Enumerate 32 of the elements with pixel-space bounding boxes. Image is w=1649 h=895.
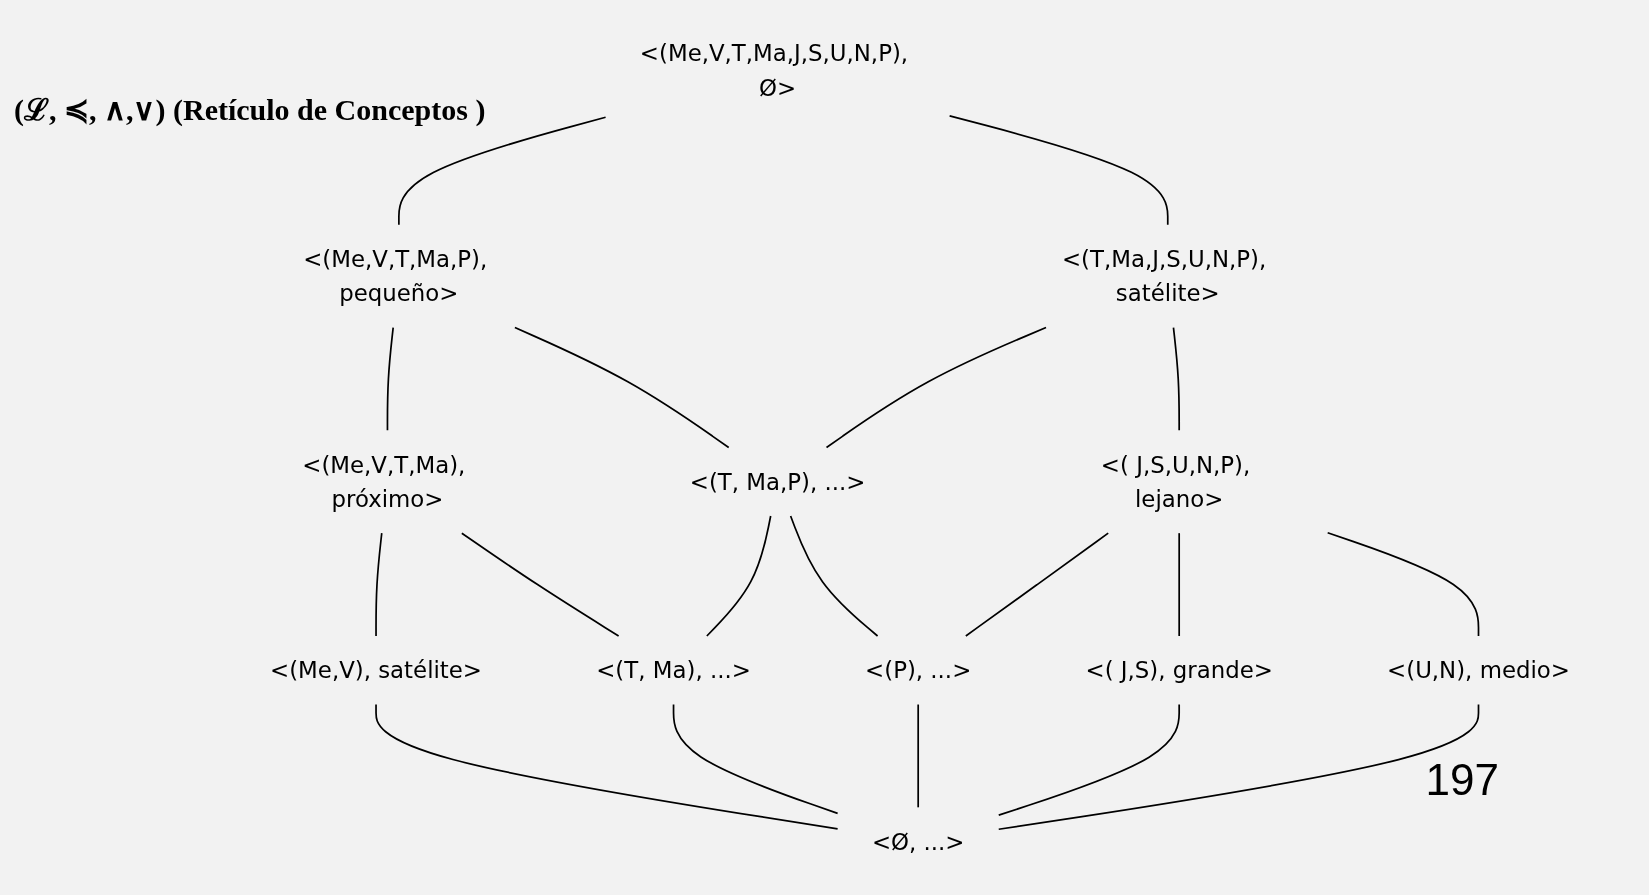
connector: [1178, 532, 1181, 637]
node-label: <(T, Ma,P), ...>: [689, 468, 866, 496]
connector: [997, 703, 1480, 831]
node-label: <( J,S), grande>: [1085, 656, 1273, 684]
connector: [964, 532, 1110, 637]
diagram-title: (ℒ, ≼, ∧,∨) (Retículo de Conceptos ): [14, 92, 486, 128]
connector: [789, 515, 879, 637]
connector: [1326, 531, 1480, 637]
node-label: <(T,Ma,J,S,U,N,P), satélite>: [1061, 245, 1267, 307]
connector: [917, 703, 920, 809]
connector: [514, 326, 730, 449]
node-label: <(Me,V), satélite>: [270, 656, 482, 684]
node-label: <(T, Ma), ...>: [596, 656, 751, 684]
node-label: <(Me,V,T,Ma), próximo>: [302, 450, 466, 513]
node-label: <(U,N), medio>: [1387, 656, 1570, 684]
connector: [375, 703, 839, 830]
connector: [706, 515, 772, 637]
node-label: <(Me,V,T,Ma,P), pequeño>: [303, 245, 488, 307]
connector: [460, 532, 620, 637]
connector: [948, 115, 1169, 226]
node-label: <( J,S,U,N,P), lejano>: [1100, 450, 1251, 513]
node-label: <Ø, ...>: [871, 827, 965, 856]
connector: [672, 703, 839, 815]
connector: [386, 326, 395, 432]
connector: [825, 326, 1047, 449]
node-label: <(Me,V,T,Ma,J,S,U,N,P), Ø>: [639, 39, 909, 102]
page-number: 197: [1425, 755, 1499, 805]
connector: [1172, 326, 1181, 432]
connector: [398, 116, 607, 226]
connector: [997, 703, 1181, 816]
connector: [375, 532, 383, 637]
node-label: <(P), ...>: [865, 656, 972, 684]
